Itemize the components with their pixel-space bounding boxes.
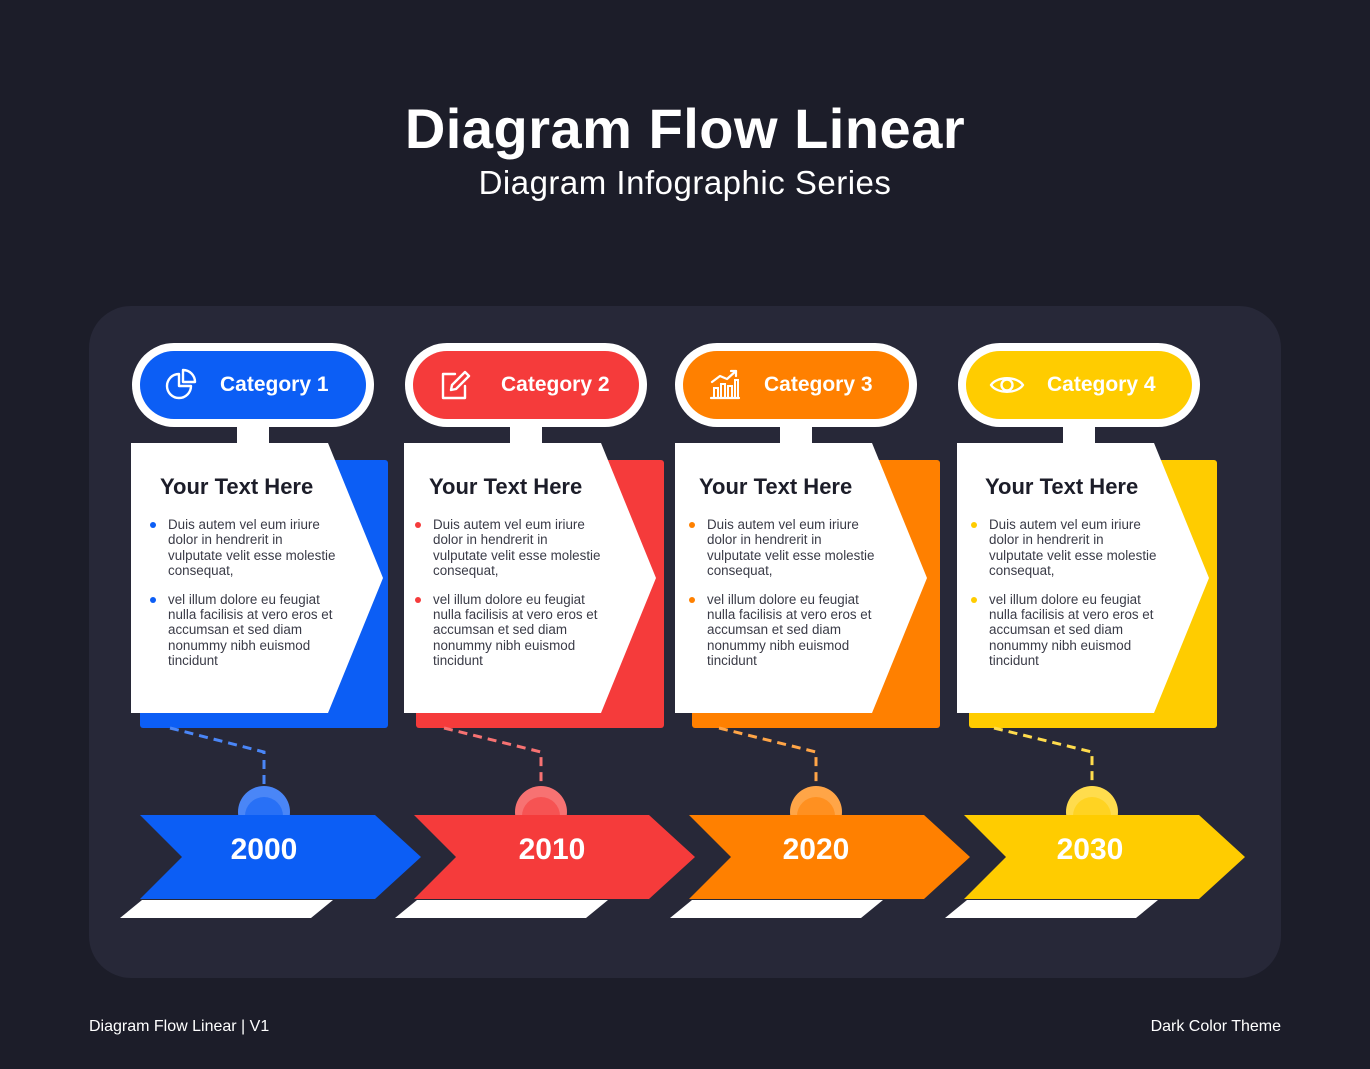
year-arrow xyxy=(140,815,421,899)
category-pill-3[interactable]: Category 3 xyxy=(675,343,917,427)
year-arrow xyxy=(689,815,970,899)
pie-chart-icon xyxy=(165,368,197,400)
bullet-dot xyxy=(689,522,695,528)
list-item: Duis autem vel eum iriure dolor in hendr… xyxy=(150,517,340,579)
card-bullet-list: Duis autem vel eum iriure dolor in hendr… xyxy=(150,517,340,682)
year-arrow xyxy=(414,815,695,899)
bullet-dot xyxy=(689,596,695,603)
category-pill-inner: Category 1 xyxy=(140,351,366,419)
card-title: Your Text Here xyxy=(160,474,314,499)
text-card xyxy=(131,443,383,713)
list-item: vel illum dolore eu feugiat nulla facili… xyxy=(971,592,1161,669)
category-pill-1[interactable]: Category 1 xyxy=(132,343,374,427)
dashed-connector xyxy=(718,726,818,792)
category-pill-inner: Category 4 xyxy=(966,351,1192,419)
text-card xyxy=(675,443,927,713)
dashed-connector xyxy=(993,726,1094,792)
arrow-shelf xyxy=(120,900,333,918)
card-title: Your Text Here xyxy=(985,474,1139,499)
bullet-dot xyxy=(971,596,977,603)
category-label: Category 1 xyxy=(220,373,329,396)
arrow-shelf xyxy=(945,900,1158,918)
pill-connector xyxy=(1063,425,1095,445)
year-label: 2020 xyxy=(782,833,850,866)
dashed-connector xyxy=(443,726,543,792)
card-bullet-list: Duis autem vel eum iriure dolor in hendr… xyxy=(689,517,879,682)
year-label: 2010 xyxy=(518,833,586,866)
list-item: vel illum dolore eu feugiat nulla facili… xyxy=(415,592,605,669)
edit-icon xyxy=(441,370,471,400)
bullet-dot xyxy=(415,596,421,603)
year-arrow xyxy=(964,815,1245,899)
category-pill-inner: Category 3 xyxy=(683,351,909,419)
bullet-dot xyxy=(150,596,156,603)
arrow-shelf xyxy=(395,900,608,918)
list-item: Duis autem vel eum iriure dolor in hendr… xyxy=(415,517,605,579)
year-label: 2030 xyxy=(1056,833,1124,866)
category-pill-inner: Category 2 xyxy=(413,351,639,419)
pill-connector xyxy=(510,425,542,445)
bullet-dot xyxy=(971,522,977,528)
text-card xyxy=(404,443,656,713)
list-item: vel illum dolore eu feugiat nulla facili… xyxy=(689,592,879,669)
category-label: Category 2 xyxy=(501,373,610,396)
card-title: Your Text Here xyxy=(429,474,583,499)
list-item: vel illum dolore eu feugiat nulla facili… xyxy=(150,592,340,669)
text-card xyxy=(957,443,1209,713)
list-item: Duis autem vel eum iriure dolor in hendr… xyxy=(689,517,879,579)
page-subtitle: Diagram Infographic Series xyxy=(478,164,892,201)
card-bullet-list: Duis autem vel eum iriure dolor in hendr… xyxy=(415,517,605,682)
category-label: Category 4 xyxy=(1047,373,1156,396)
bullet-dot xyxy=(415,522,421,528)
card-bullet-list: Duis autem vel eum iriure dolor in hendr… xyxy=(971,517,1161,682)
footer-theme: Dark Color Theme xyxy=(1150,1018,1281,1035)
list-item: Duis autem vel eum iriure dolor in hendr… xyxy=(971,517,1161,579)
arrow-shelf xyxy=(670,900,883,918)
category-label: Category 3 xyxy=(764,373,873,396)
page-title: Diagram Flow Linear xyxy=(404,97,966,160)
dashed-connector xyxy=(169,726,266,792)
pill-connector xyxy=(237,425,269,445)
footer-version: Diagram Flow Linear | V1 xyxy=(89,1018,270,1035)
bullet-dot xyxy=(150,522,156,528)
card-title: Your Text Here xyxy=(699,474,853,499)
category-pill-2[interactable]: Category 2 xyxy=(405,343,647,427)
bar-chart-icon xyxy=(709,369,741,400)
category-pill-4[interactable]: Category 4 xyxy=(958,343,1200,427)
pill-connector xyxy=(780,425,812,445)
year-label: 2000 xyxy=(230,833,298,866)
eye-icon xyxy=(989,377,1025,393)
